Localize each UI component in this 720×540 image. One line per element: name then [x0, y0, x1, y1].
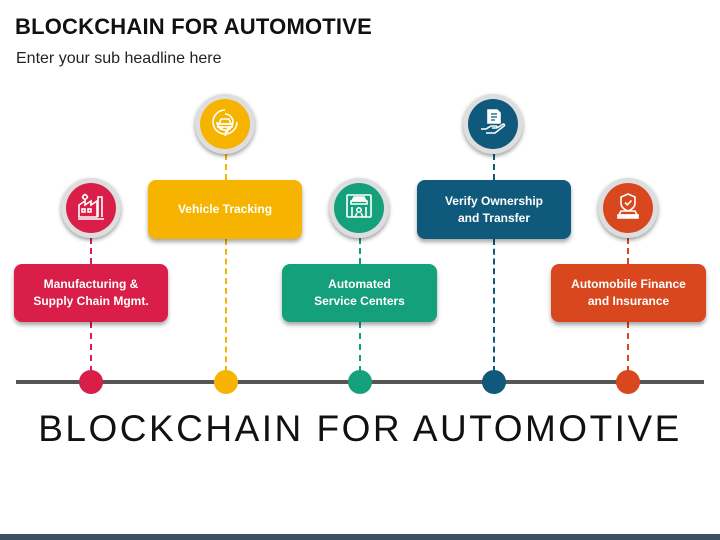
page-subtitle: Enter your sub headline here — [16, 50, 222, 67]
timeline-dot-manufacturing — [79, 370, 103, 394]
car-service-icon — [344, 191, 374, 226]
icon-circle-manufacturing — [61, 178, 121, 238]
label-service-centers-line1: Automated — [328, 277, 391, 291]
label-ownership-line1: Verify Ownership — [444, 193, 544, 208]
main-heading: BLOCKCHAIN FOR AUTOMOTIVE — [38, 408, 682, 449]
connector-ownership — [493, 154, 495, 180]
connector-manufacturing-lower — [90, 322, 92, 372]
timeline-dot-service-centers — [348, 370, 372, 394]
car-insurance-icon — [613, 191, 643, 226]
page-title: BLOCKCHAIN FOR AUTOMOTIVE — [15, 14, 372, 39]
label-box-vehicle-tracking: Vehicle Tracking — [148, 180, 302, 239]
car-tracking-icon — [209, 106, 241, 143]
icon-circle-service-centers — [329, 178, 389, 238]
label-manufacturing-line1: Manufacturing & — [43, 277, 139, 291]
label-box-finance: Automobile Finance and Insurance — [551, 264, 706, 322]
timeline-dot-vehicle-tracking — [214, 370, 238, 394]
icon-circle-vehicle-tracking — [195, 94, 255, 154]
timeline-dot-ownership — [482, 370, 506, 394]
label-vehicle-tracking: Vehicle Tracking — [177, 202, 273, 216]
label-box-ownership: Verify Ownership and Transfer — [417, 180, 571, 239]
document-hand-icon — [478, 107, 508, 142]
connector-manufacturing — [90, 238, 92, 264]
connector-service-centers-lower — [359, 322, 361, 372]
label-finance-line1: Automobile Finance — [571, 277, 686, 291]
timeline-dot-finance — [616, 370, 640, 394]
connector-ownership-lower — [493, 239, 495, 372]
footer-bar — [0, 534, 720, 540]
connector-finance — [627, 238, 629, 264]
connector-service-centers — [359, 238, 361, 264]
label-box-manufacturing: Manufacturing & Supply Chain Mgmt. — [14, 264, 168, 322]
factory-icon — [76, 191, 106, 226]
connector-vehicle-tracking — [225, 154, 227, 180]
label-manufacturing-line2: Supply Chain Mgmt. — [33, 294, 149, 308]
label-finance-line2: and Insurance — [587, 294, 670, 308]
icon-circle-finance — [598, 178, 658, 238]
label-ownership-line2: and Transfer — [457, 210, 530, 225]
label-service-centers-line2: Service Centers — [314, 294, 405, 308]
connector-vehicle-tracking-lower — [225, 239, 227, 372]
icon-circle-ownership — [463, 94, 523, 154]
connector-finance-lower — [627, 322, 629, 372]
